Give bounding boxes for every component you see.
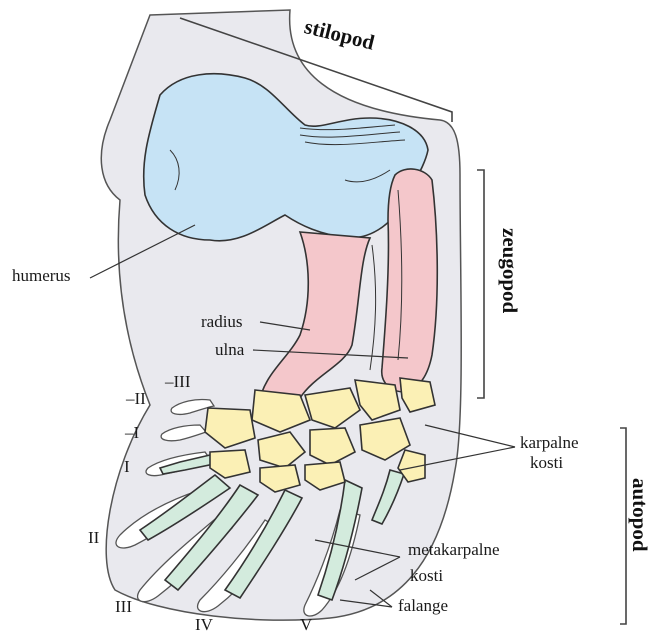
humerus-label: humerus: [12, 266, 71, 285]
digit-label-4: IV: [195, 615, 214, 633]
metacarpal-label-line1: metakarpalne: [408, 540, 500, 559]
zeugopod-label: zeugopod: [498, 228, 522, 314]
radius-label: radius: [201, 312, 243, 331]
zeugopod-bracket: [477, 170, 484, 398]
phalanges-label: falange: [398, 596, 448, 615]
digit-label-neg3: –III: [164, 372, 191, 391]
digit-label-1: I: [124, 457, 130, 476]
digit-label-neg1: –I: [124, 423, 140, 442]
digit-label-2: II: [88, 528, 100, 547]
digit-label-neg2: –II: [125, 389, 146, 408]
autopod-label: autopod: [628, 478, 650, 552]
digit-label-3: III: [115, 597, 132, 616]
stilopod-label: stilopod: [302, 14, 377, 55]
carpal-label-line1: karpalne: [520, 433, 579, 452]
ulna-label: ulna: [215, 340, 245, 359]
ulna-bone: [382, 169, 438, 392]
autopod-bracket: [620, 428, 626, 624]
digit-label-5: V: [300, 615, 313, 633]
metacarpal-label-line2: kosti: [410, 566, 443, 585]
carpal-label-line2: kosti: [530, 453, 563, 472]
